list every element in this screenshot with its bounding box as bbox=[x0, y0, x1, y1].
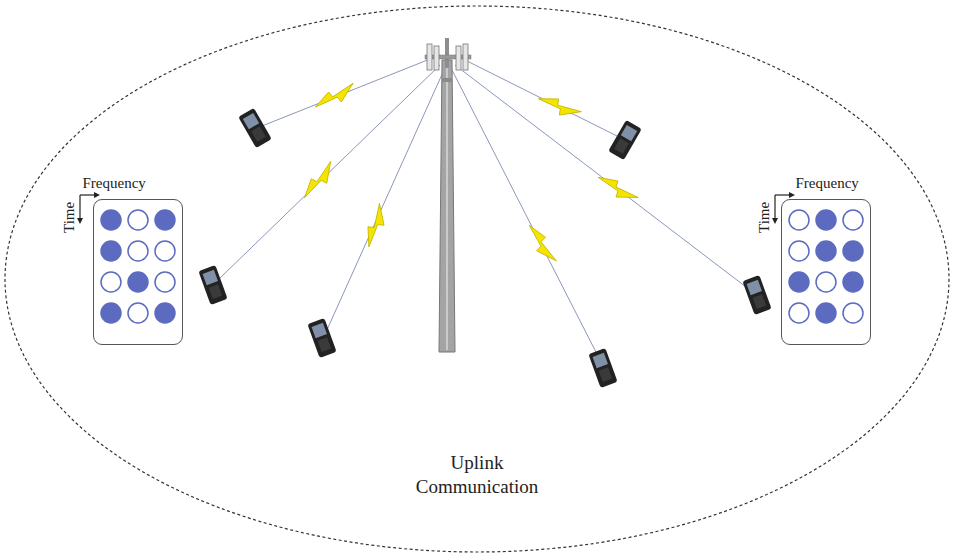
axis-arrows bbox=[77, 192, 795, 224]
axis-label: Frequency bbox=[796, 174, 859, 193]
resource-grid-box: FrequencyTime bbox=[93, 199, 183, 345]
region-label: Uplink Communication bbox=[412, 451, 542, 499]
axis-label: Time bbox=[755, 201, 774, 232]
cell-region: Uplink CommunicationFrequencyTimeFrequen… bbox=[3, 4, 951, 554]
base-station-tower bbox=[425, 38, 471, 352]
radio-links bbox=[220, 55, 750, 360]
axis-label: Frequency bbox=[83, 174, 146, 193]
resource-grid-box: FrequencyTime bbox=[781, 199, 871, 345]
axis-label: Time bbox=[60, 201, 79, 232]
lightning-bolts bbox=[298, 82, 638, 267]
resource-grid-right bbox=[789, 210, 863, 323]
mobile-phones bbox=[198, 108, 771, 388]
resource-grid-left bbox=[101, 210, 175, 323]
